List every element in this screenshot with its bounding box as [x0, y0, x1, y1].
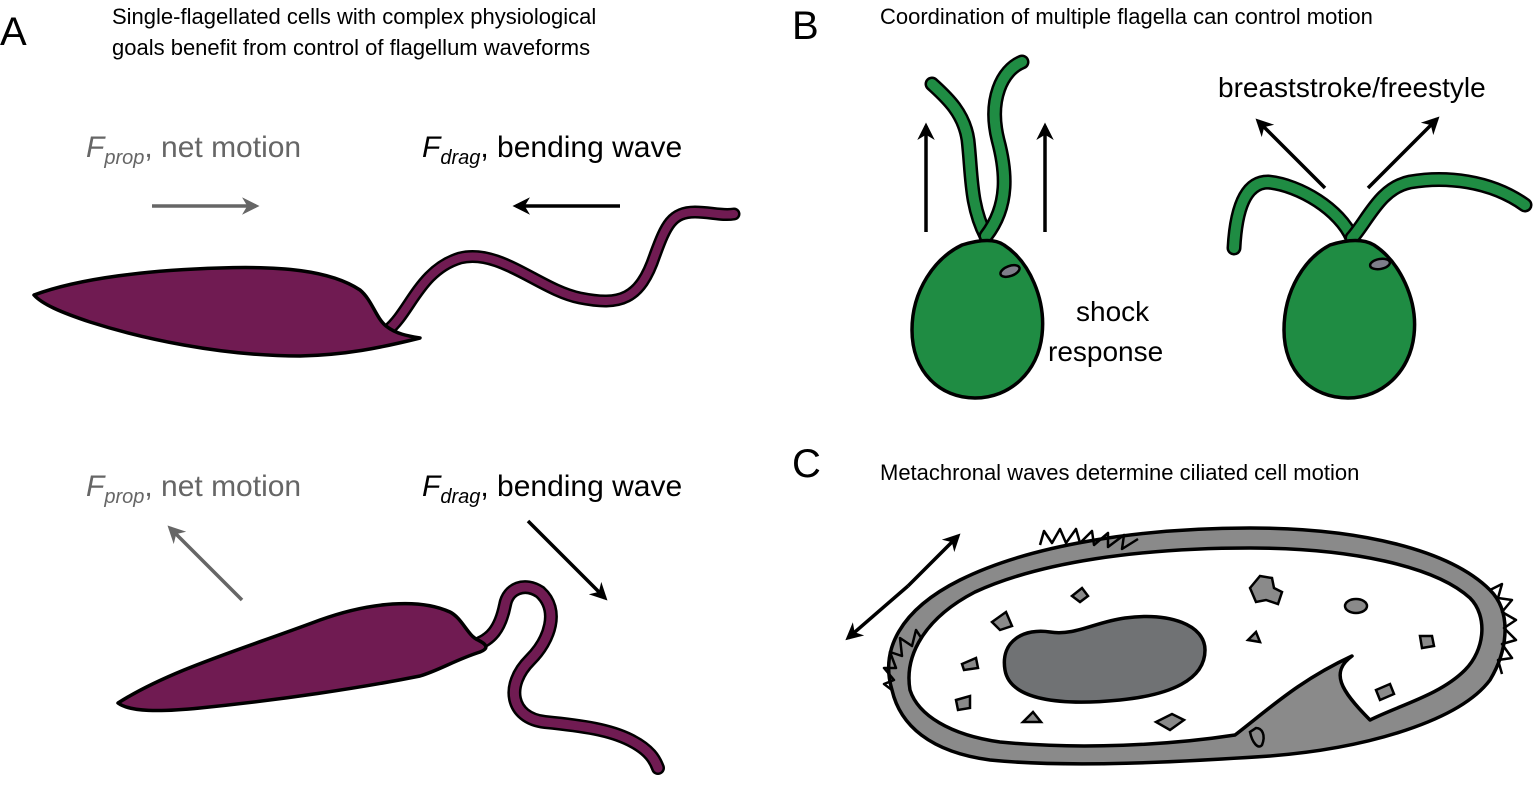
alga-left-flagellum-b-fill	[981, 57, 1027, 241]
alga-left-flagellum-a-fill	[927, 79, 991, 241]
drag-label-bottom: Fdrag, bending wave	[422, 470, 683, 508]
flagellate-bottom	[116, 580, 665, 775]
prop-label-top: Fprop, net motion	[86, 131, 302, 169]
panel-a-heading-line1: Single-flagellated cells with complex ph…	[112, 4, 597, 29]
breaststroke-label: breaststroke/freestyle	[1218, 72, 1486, 103]
alga-right-eyespot	[1368, 257, 1392, 271]
drag-text-top: , bending wave	[480, 131, 683, 164]
flagellate-top	[32, 205, 741, 358]
paramecium-vacuoles	[954, 574, 1436, 732]
metachronal-arrow-a	[906, 533, 961, 588]
prop-symbol-top: F	[86, 131, 105, 164]
paramecium-nucleus	[1002, 614, 1207, 704]
panel-b-letter: B	[792, 4, 819, 48]
drag-text-bottom: , bending wave	[480, 470, 683, 503]
alga-right-body	[1282, 238, 1417, 400]
drag-label-top: Fdrag, bending wave	[422, 131, 683, 169]
flagellum-bottom-fill	[470, 582, 663, 773]
flagellum-top-fill	[384, 208, 738, 334]
drag-symbol-bottom: F	[422, 470, 441, 503]
drag-subscript-bottom: drag	[440, 486, 481, 508]
prop-text-bottom: , net motion	[144, 470, 302, 503]
prop-text-top: , net motion	[144, 131, 302, 164]
panel-c-heading: Metachronal waves determine ciliated cel…	[880, 460, 1360, 485]
panel-c-letter: C	[792, 442, 821, 486]
prop-subscript-bottom: prop	[104, 486, 145, 508]
alga-breaststroke	[1226, 172, 1533, 400]
stroke-arrow-left	[1255, 118, 1327, 190]
alga-shock-response	[910, 54, 1045, 400]
prop-subscript-top: prop	[104, 147, 145, 169]
stroke-arrow-right	[1366, 116, 1440, 190]
bending-wave-arrow-bottom	[526, 519, 608, 601]
paramecium-oral-groove	[1248, 726, 1265, 748]
net-motion-arrow-bottom	[167, 525, 244, 602]
prop-label-bottom: Fprop, net motion	[86, 470, 302, 508]
shock-label-line2: response	[1048, 336, 1164, 367]
paramecium	[882, 526, 1518, 766]
panel-b-heading: Coordination of multiple flagella can co…	[880, 4, 1373, 29]
drag-symbol-top: F	[422, 131, 441, 164]
panel-a-letter: A	[0, 10, 27, 54]
prop-symbol-bottom: F	[86, 470, 105, 503]
alga-left-body	[910, 238, 1045, 400]
metachronal-arrow-b	[845, 584, 910, 641]
drag-subscript-top: drag	[440, 147, 481, 169]
alga-right-flagellum-b-fill	[1347, 174, 1530, 243]
shock-label-line1: shock	[1076, 296, 1150, 327]
cell-body-bottom	[116, 601, 488, 713]
alga-left-eyespot	[999, 263, 1021, 279]
alga-right-flagellum-a-fill	[1229, 177, 1357, 253]
cell-body-top	[32, 265, 422, 358]
panel-a-heading-line2: goals benefit from control of flagellum …	[112, 35, 591, 60]
